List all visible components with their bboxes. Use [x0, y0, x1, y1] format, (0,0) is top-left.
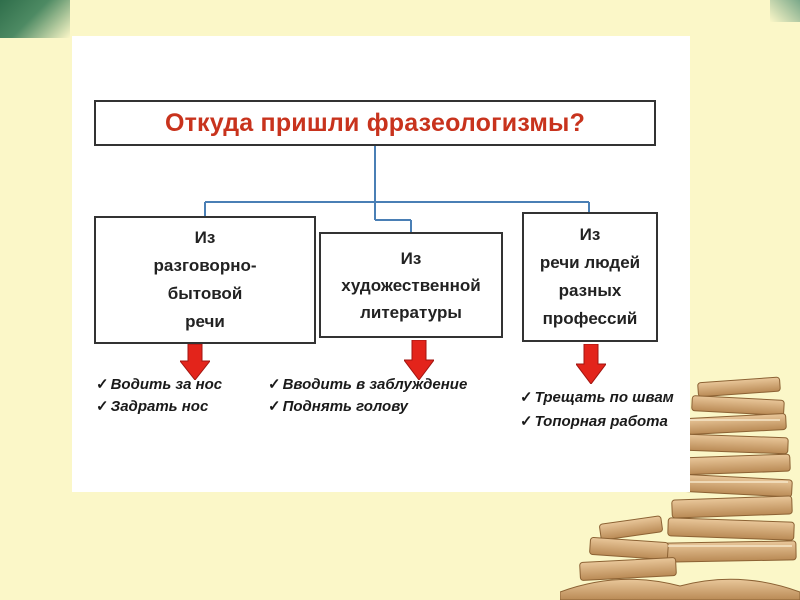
- source-box-colloquial: Из разговорно- бытовой речи: [94, 216, 316, 344]
- example-item: ✓Трещать по швам: [520, 386, 680, 410]
- example-item: ✓ Поднять голову: [268, 396, 467, 418]
- example-text: Вводить в заблуждение: [282, 376, 468, 393]
- check-icon: ✓: [520, 389, 533, 406]
- source-box-literature: Из художественной литературы: [319, 232, 503, 338]
- example-text: Топорная работа: [534, 413, 668, 430]
- check-icon: ✓: [268, 398, 281, 415]
- corner-decoration-left: [0, 0, 70, 38]
- title-box: Откуда пришли фразеологизмы?: [94, 100, 656, 146]
- source-label: Из разговорно- бытовой речи: [153, 228, 257, 331]
- check-icon: ✓: [520, 413, 533, 430]
- source-box-professions: Из речи людей разных профессий: [522, 212, 658, 342]
- example-text: Трещать по швам: [534, 389, 674, 406]
- check-icon: ✓: [96, 376, 109, 393]
- example-text: Водить за нос: [110, 376, 223, 393]
- down-arrow-icon: [404, 340, 434, 380]
- example-text: Задрать нос: [110, 398, 209, 415]
- example-text: Поднять голову: [282, 398, 409, 415]
- source-label: Из речи людей разных профессий: [539, 225, 641, 328]
- corner-decoration-right: [770, 0, 800, 22]
- diagram-title: Откуда пришли фразеологизмы?: [164, 108, 586, 137]
- example-item: ✓ Задрать нос: [96, 396, 222, 418]
- diagram-slide: Откуда пришли фразеологизмы? Из разговор…: [72, 36, 690, 492]
- down-arrow-icon: [576, 344, 606, 384]
- connector-lines: [204, 146, 590, 232]
- check-icon: ✓: [268, 376, 281, 393]
- example-item: ✓ Водить за нос: [96, 374, 222, 396]
- examples-list-professions: ✓Трещать по швам ✓Топорная работа: [520, 386, 680, 434]
- examples-list-literature: ✓ Вводить в заблуждение ✓ Поднять голову: [268, 374, 467, 418]
- books-stack-illustration: [560, 376, 800, 600]
- check-icon: ✓: [96, 398, 109, 415]
- examples-list-colloquial: ✓ Водить за нос ✓ Задрать нос: [96, 374, 222, 418]
- example-item: ✓Топорная работа: [520, 410, 680, 434]
- down-arrow-icon: [180, 344, 210, 380]
- example-item: ✓ Вводить в заблуждение: [268, 374, 467, 396]
- source-label: Из художественной литературы: [341, 248, 481, 322]
